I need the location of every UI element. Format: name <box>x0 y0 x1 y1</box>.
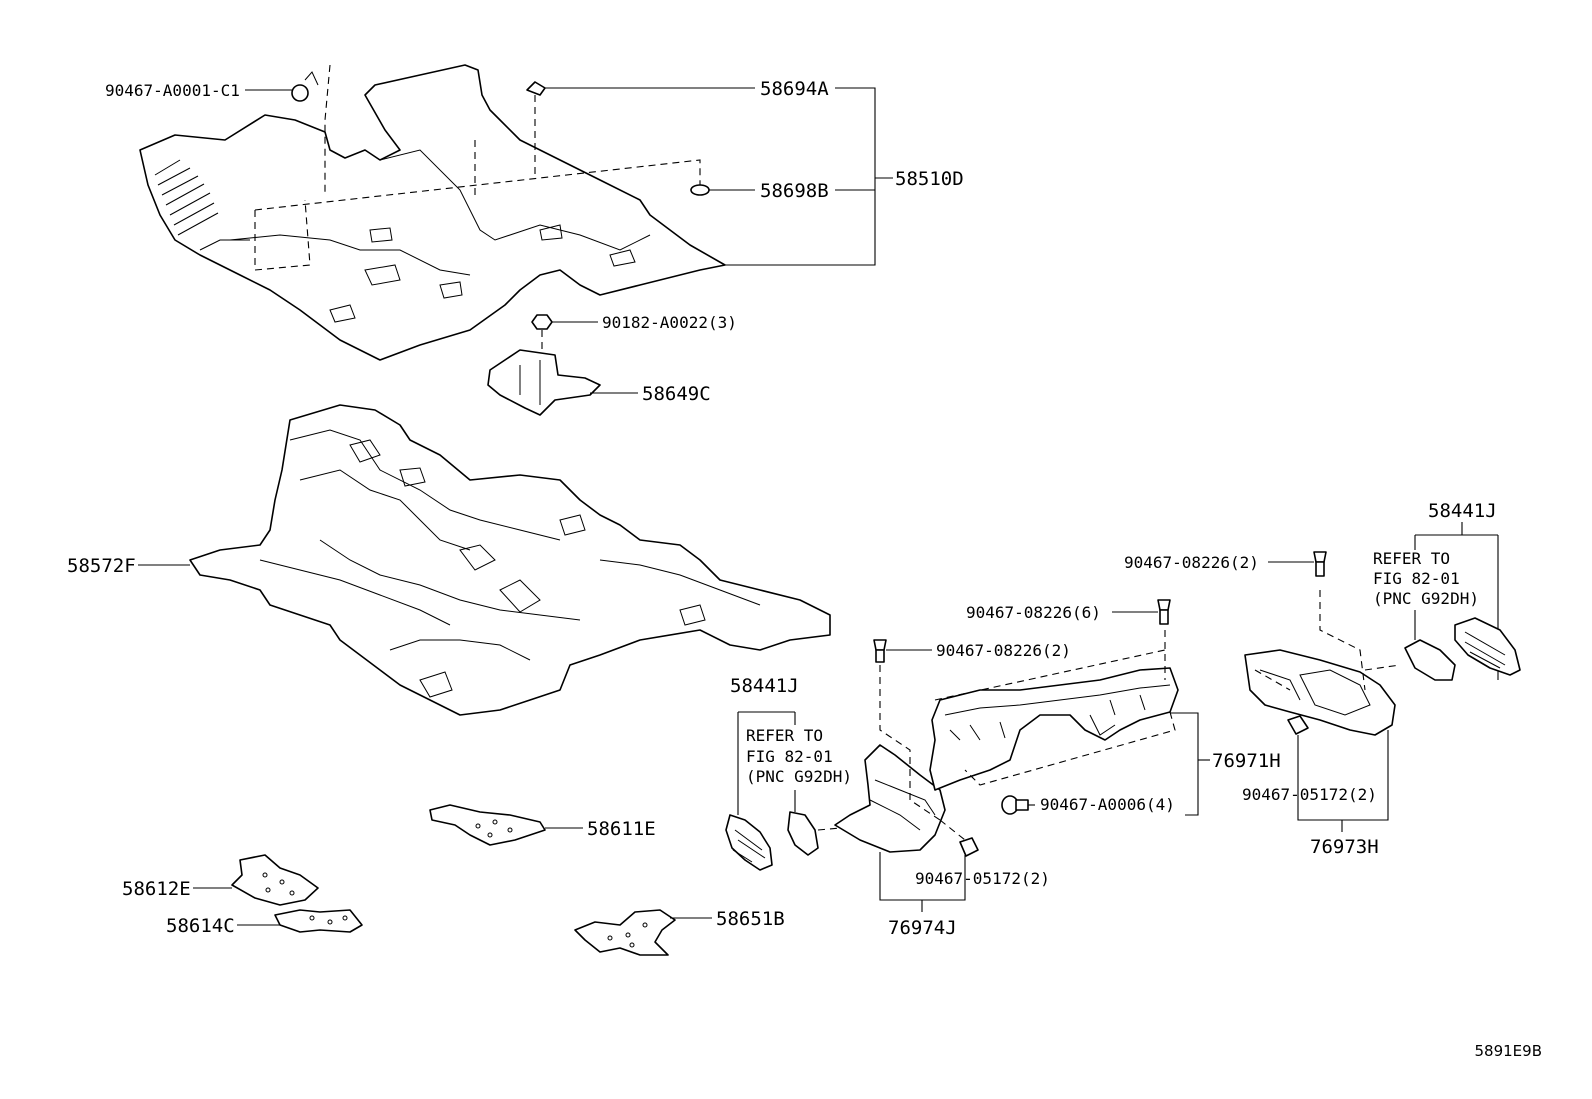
clip-58698b <box>690 184 710 196</box>
label-90467-08226-6: 90467-08226(6) <box>966 603 1101 622</box>
refer-note-right-3: (PNC G92DH) <box>1373 589 1479 608</box>
label-58510d: 58510D <box>895 168 964 190</box>
label-90467-05172-mid: 90467-05172(2) <box>915 869 1050 888</box>
refer-note-right-2: FIG 82-01 <box>1373 569 1460 588</box>
label-90467-a0001-c1: 90467-A0001-C1 <box>105 81 240 100</box>
screw-90467-08226-6 <box>1157 599 1171 625</box>
label-76971h: 76971H <box>1212 750 1281 772</box>
pad-58649c <box>487 349 601 416</box>
screw-90467-08226-mid <box>873 639 887 663</box>
label-76973h: 76973H <box>1310 836 1379 858</box>
clip-90467-a0001-c1 <box>291 71 319 102</box>
refer-note-left-2: FIG 82-01 <box>746 747 833 766</box>
label-90467-08226-mid: 90467-08226(2) <box>936 641 1071 660</box>
clip-90467-a0006 <box>1001 795 1029 815</box>
clip-90467-05172-mid <box>959 837 979 857</box>
nut-90182-a0022 <box>531 314 553 330</box>
scuff-trim-right <box>1404 639 1456 681</box>
floor-carpet-front <box>139 64 726 361</box>
diagram-code: 5891E9B <box>1475 1042 1543 1060</box>
refer-note-left-3: (PNC G92DH) <box>746 767 852 786</box>
scuff-plate-left <box>725 814 773 871</box>
label-76974j: 76974J <box>888 917 957 939</box>
step-trim-76974j <box>834 744 946 853</box>
label-90467-08226-right: 90467-08226(2) <box>1124 553 1259 572</box>
pad-58614c <box>274 909 363 933</box>
screw-90467-08226-right <box>1313 551 1327 577</box>
label-90467-05172-right: 90467-05172(2) <box>1242 785 1377 804</box>
label-58698b: 58698B <box>760 180 829 202</box>
pad-58612e <box>231 854 319 906</box>
floor-silencer-58572f <box>189 404 831 716</box>
label-58611e: 58611E <box>587 818 656 840</box>
label-90182-a0022: 90182-A0022(3) <box>602 313 737 332</box>
carpet-hatch <box>154 159 219 236</box>
pad-58611e <box>429 804 546 846</box>
label-58651b: 58651B <box>716 908 785 930</box>
label-58694a: 58694A <box>760 78 829 100</box>
label-58572f: 58572F <box>67 555 136 577</box>
scuff-plate-right <box>1454 617 1521 676</box>
rear-trim-76973h <box>1244 649 1396 736</box>
refer-note-left-1: REFER TO <box>746 726 823 745</box>
rear-panel-76971h <box>929 667 1179 791</box>
label-58649c: 58649C <box>642 383 711 405</box>
clip-90467-05172-right <box>1287 715 1309 735</box>
label-58612e: 58612E <box>122 878 191 900</box>
label-58441j-right: 58441J <box>1428 500 1497 522</box>
scuff-trim-left <box>787 811 819 856</box>
label-58614c: 58614C <box>166 915 235 937</box>
refer-note-right-1: REFER TO <box>1373 549 1450 568</box>
clip-58694a <box>526 81 546 96</box>
label-58441j-left: 58441J <box>730 675 799 697</box>
label-90467-a0006: 90467-A0006(4) <box>1040 795 1175 814</box>
pad-58651b <box>574 909 676 956</box>
